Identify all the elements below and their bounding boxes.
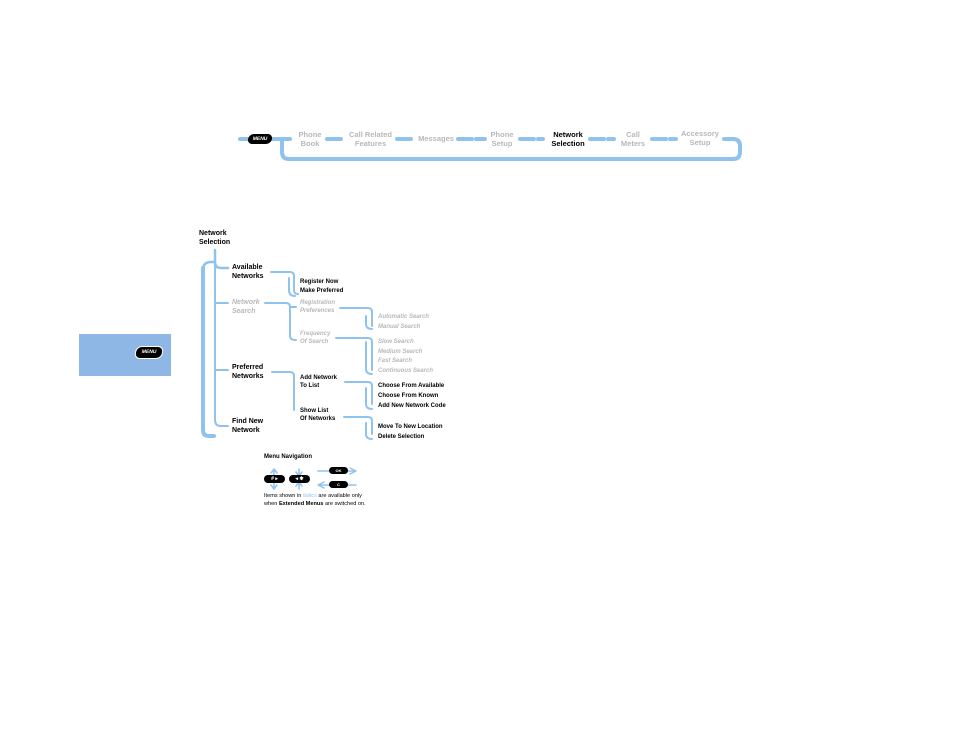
nav-item-label: Selection: [551, 139, 585, 148]
tree-item-add-new-network-code[interactable]: Add New Network Code: [378, 403, 446, 409]
tree-item-automatic-search[interactable]: Automatic Search: [378, 314, 430, 320]
nav-item-label: Book: [300, 139, 320, 148]
tree-label: Registration: [300, 300, 336, 306]
nav-item-call-meters[interactable]: Call Meters: [614, 130, 652, 148]
note-bold-text: Extended Menus: [278, 501, 324, 507]
nav-item-label: Setup: [491, 139, 513, 148]
tree-item-available-networks[interactable]: Available Networks: [232, 264, 264, 281]
tree-item-show-list-of-networks[interactable]: Show List Of Networks: [300, 408, 335, 423]
tree-item-choose-from-available[interactable]: Choose From Available: [378, 383, 445, 389]
tree-label: Preferred: [232, 364, 264, 371]
nav-item-label: Setup: [689, 138, 711, 147]
tree-label: Frequency: [300, 331, 331, 337]
nav-item-label: Phone: [490, 130, 514, 139]
nav-item-label: Features: [354, 139, 387, 148]
note-text: are switched on.: [323, 501, 366, 507]
nav-item-accessory-setup[interactable]: Accessory Setup: [676, 129, 724, 147]
tree-label: Preferences: [300, 307, 335, 314]
nav-item-call-related-features[interactable]: Call Related Features: [343, 130, 398, 148]
tree-label: Network: [232, 299, 260, 306]
tree-item-slow-search[interactable]: Slow Search: [378, 339, 414, 345]
tree-item-move-to-new-location[interactable]: Move To New Location: [378, 424, 443, 430]
tree-label: Available: [232, 264, 263, 271]
tree-item-choose-from-known[interactable]: Choose From Known: [378, 393, 439, 399]
legend-title: Menu Navigation: [264, 454, 313, 460]
tree-item-delete-selection[interactable]: Delete Selection: [378, 434, 425, 440]
tree-item-network-search[interactable]: Network Search: [232, 299, 260, 316]
nav-item-label: Call Related: [349, 130, 392, 139]
tree-item-add-network-to-list[interactable]: Add Network To List: [300, 375, 337, 390]
star-key-icon: ◂ ✱: [289, 475, 310, 483]
menu-key-icon: MENU: [133, 346, 165, 359]
menu-key-icon: MENU: [247, 134, 273, 144]
nav-item-phone-setup[interactable]: Phone Setup: [485, 130, 519, 148]
tree-item-register-now[interactable]: Register Now: [300, 279, 339, 285]
ok-key-icon: OK: [329, 467, 348, 474]
nav-item-label: Network: [553, 130, 583, 139]
tree-label: Add Network: [300, 375, 338, 381]
tree-label: Show List: [300, 408, 329, 414]
tree-item-manual-search[interactable]: Manual Search: [378, 324, 421, 330]
tree-item-fast-search[interactable]: Fast Search: [378, 358, 413, 364]
tree-item-make-preferred[interactable]: Make Preferred: [300, 288, 344, 294]
tree-item-registration-preferences[interactable]: Registration Preferences: [300, 300, 335, 315]
nav-item-label: Call: [626, 130, 640, 139]
tree-item-find-new-network[interactable]: Find New Network: [232, 418, 263, 435]
tree-label: Search: [232, 307, 256, 315]
nav-item-phone-book[interactable]: Phone Book: [293, 130, 327, 148]
note-italic-text: italics: [302, 493, 317, 499]
nav-item-label: Phone: [298, 130, 322, 139]
tree-label: Find New: [232, 418, 264, 425]
tree-label: Networks: [232, 372, 264, 380]
nav-item-label: Meters: [620, 139, 646, 148]
nav-item-label: Accessory: [681, 129, 719, 138]
nav-item-network-selection[interactable]: Network Selection: [543, 130, 593, 148]
tree-item-preferred-networks[interactable]: Preferred Networks: [232, 364, 264, 381]
nav-item-label: Messages: [418, 134, 454, 143]
nav-item-messages[interactable]: Messages: [413, 134, 459, 143]
tree-label: Selection: [199, 238, 231, 246]
tree-item-frequency-of-search[interactable]: Frequency Of Search: [300, 331, 330, 346]
tree-label: Network: [232, 426, 260, 434]
tree-label: Of Networks: [300, 415, 336, 422]
note-text: Items shown in: [264, 493, 303, 499]
tree-label: Network: [199, 230, 227, 237]
tree-label: Of Search: [300, 338, 329, 345]
hash-key-icon: # ▸: [264, 475, 285, 483]
tree-label: Networks: [232, 272, 264, 280]
section-tab: MENU: [79, 334, 171, 376]
note-text: are available only: [316, 493, 362, 499]
tree-label: To List: [300, 382, 320, 389]
tree-root-network-selection: Network Selection: [199, 230, 230, 247]
tree-item-continuous-search[interactable]: Continuous Search: [378, 368, 434, 374]
c-key-icon: C: [329, 481, 348, 488]
note-text: when: [264, 501, 279, 507]
tree-item-medium-search[interactable]: Medium Search: [378, 349, 423, 355]
legend-note: Items shown in italics are available onl…: [264, 492, 366, 508]
